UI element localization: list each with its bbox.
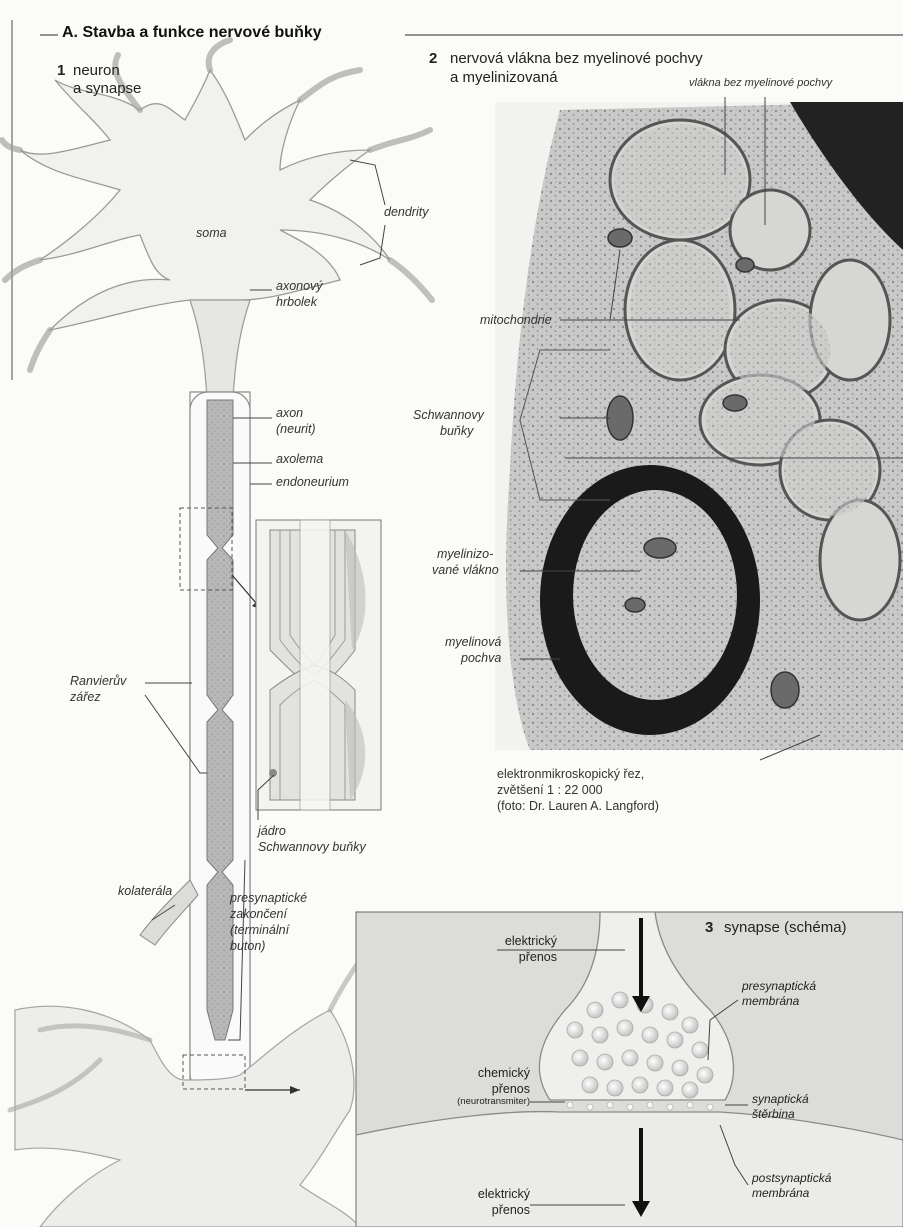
label-axolema: axolema <box>276 453 323 467</box>
label-schwann-line2: buňky <box>440 425 473 439</box>
label-ranvier-line2: zářez <box>70 691 101 705</box>
label-pochva-line1: myelinová <box>445 636 501 650</box>
label-presyn-mem-line2: membrána <box>742 995 799 1009</box>
label-cleft-line2: štěrbina <box>752 1108 795 1122</box>
panel2-title-line2: a myelinizovaná <box>450 70 558 87</box>
label-dendrity: dendrity <box>384 206 428 220</box>
panel2-number: 2 <box>429 51 437 68</box>
label-myelin-line1: myelinizo- <box>437 548 493 562</box>
label-el2-line2: přenos <box>410 1203 530 1217</box>
label-schwann-line1: Schwannovy <box>413 409 484 423</box>
label-jadro-line2: Schwannovy buňky <box>258 841 366 855</box>
label-postsyn-mem-line1: postsynaptická <box>752 1172 831 1186</box>
label-chem-line1: chemický <box>410 1066 530 1080</box>
label-kolateral: kolaterála <box>118 885 172 899</box>
label-el2-line1: elektrický <box>410 1187 530 1201</box>
panel1-number: 1 <box>57 63 65 80</box>
label-presyn-line3: (terminální <box>230 924 289 938</box>
postsynaptic-neuron <box>15 1006 360 1227</box>
panel3-number: 3 <box>705 920 713 937</box>
axon-hillock <box>190 300 250 400</box>
caption-line2: zvětšení 1 : 22 000 <box>497 783 603 799</box>
label-presyn-line4: buton) <box>230 940 265 954</box>
label-axon-line1: axon <box>276 407 303 421</box>
label-el1-line2: přenos <box>437 950 557 964</box>
label-ranvier-line1: Ranvierův <box>70 675 126 689</box>
label-soma: soma <box>196 227 227 241</box>
label-cleft-line1: synaptická <box>752 1093 809 1107</box>
label-chem-line2: přenos <box>410 1082 530 1096</box>
electron-micrograph <box>495 102 903 750</box>
panel2-title-line1: nervová vlákna bez myelinové pochvy <box>450 51 703 68</box>
label-vlakna-bez: vlákna bez myelinové pochvy <box>689 77 832 89</box>
label-presyn-line1: presynaptické <box>230 892 307 906</box>
label-mitochondrie: mitochondrie <box>480 314 552 328</box>
section-title: A. Stavba a funkce nervové buňky <box>62 24 322 42</box>
label-myelin-line2: vané vlákno <box>432 564 499 578</box>
caption-line1: elektronmikroskopický řez, <box>497 767 644 783</box>
panel1-title-line2: a synapse <box>73 81 141 98</box>
label-postsyn-mem-line2: membrána <box>752 1187 809 1201</box>
myelin-node-inset <box>256 520 381 810</box>
neuron-soma <box>20 70 390 330</box>
panel1-title-line1: neuron <box>73 63 120 80</box>
label-axonovy-line1: axonový <box>276 280 323 294</box>
label-presyn-mem-line1: presynaptická <box>742 980 816 994</box>
label-presyn-line2: zakončení <box>230 908 287 922</box>
myelinated-axon-core <box>573 490 737 700</box>
label-chem-line3: (neurotransmiter) <box>400 1097 530 1108</box>
label-axon-line2: (neurit) <box>276 423 316 437</box>
label-el1-line1: elektrický <box>437 934 557 948</box>
label-jadro-line1: jádro <box>258 825 286 839</box>
panel3-title: synapse (schéma) <box>724 920 847 937</box>
label-pochva-line2: pochva <box>461 652 501 666</box>
label-axonovy-line2: hrbolek <box>276 296 317 310</box>
label-endoneurium: endoneurium <box>276 476 349 490</box>
caption-line3: (foto: Dr. Lauren A. Langford) <box>497 799 659 815</box>
